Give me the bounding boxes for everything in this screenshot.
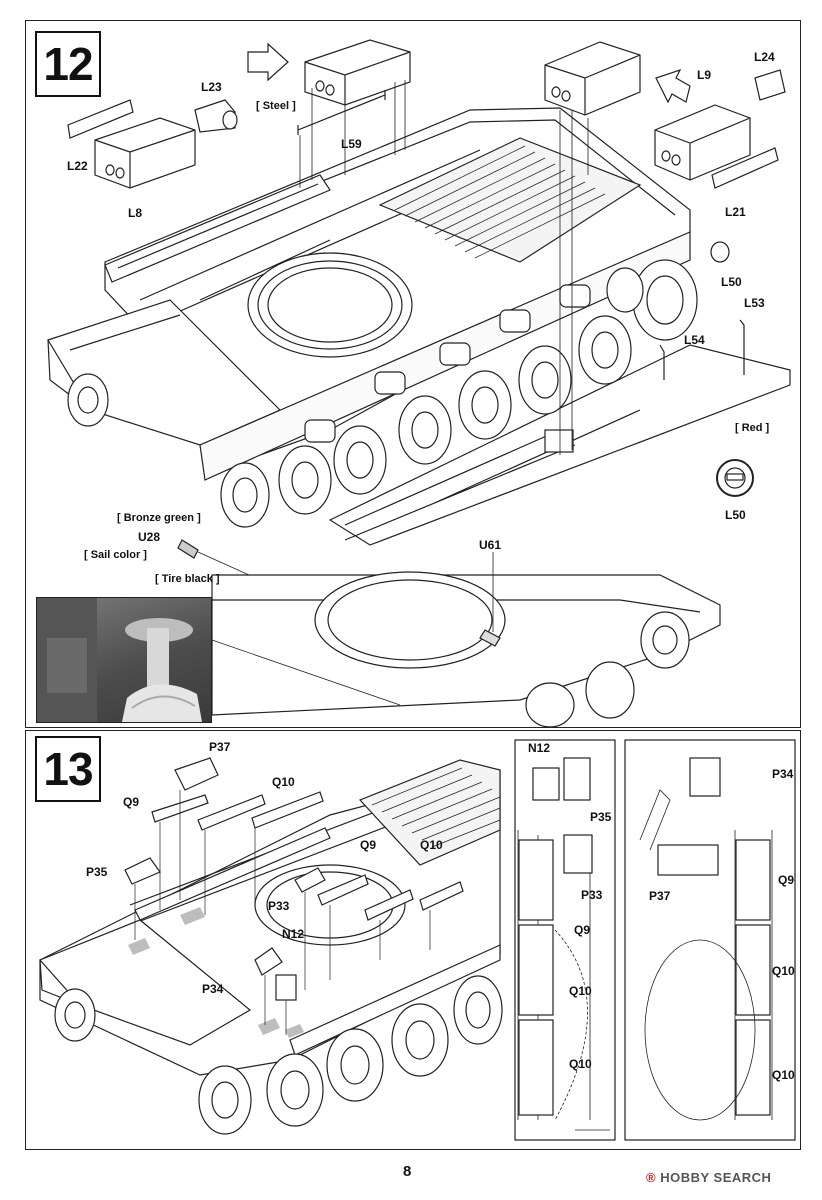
detail-right-p34: P34 [772, 767, 794, 781]
label-l21: L21 [725, 205, 746, 219]
label-q9-a: Q9 [123, 795, 140, 809]
label-q10-b: Q10 [420, 838, 443, 852]
label-q9-b: Q9 [360, 838, 377, 852]
watermark-brand: HOBBY SEARCH [660, 1170, 772, 1185]
label-p34: P34 [202, 982, 224, 996]
label-p35: P35 [86, 865, 108, 879]
label-l22: L22 [67, 159, 88, 173]
label-bronze-green: [ Bronze green ] [117, 512, 201, 524]
label-l9: L9 [697, 68, 712, 82]
step-13-number: 13 [35, 736, 101, 802]
reference-photo [36, 597, 212, 723]
label-sail-color: [ Sail color ] [84, 549, 147, 561]
label-l23: L23 [201, 80, 222, 94]
label-l8: L8 [128, 206, 143, 220]
detail-left-q10-b: Q10 [569, 1057, 592, 1071]
detail-right-q10-b: Q10 [772, 1068, 795, 1082]
label-p33: P33 [268, 899, 290, 913]
label-l24: L24 [754, 50, 775, 64]
detail-left-n12: N12 [528, 741, 551, 755]
label-q10-a: Q10 [272, 775, 295, 789]
label-p37: P37 [209, 740, 231, 754]
detail-right-q10-a: Q10 [772, 964, 795, 978]
detail-left-p33: P33 [581, 888, 603, 902]
detail-right-p37: P37 [649, 889, 671, 903]
label-l59: L59 [341, 137, 362, 151]
label-l53: L53 [744, 296, 765, 310]
label-tire-black: [ Tire black ] [155, 573, 220, 585]
label-l50-bottom: L50 [725, 508, 746, 522]
watermark: ® HOBBY SEARCH [646, 1170, 771, 1185]
watermark-icon: ® [646, 1170, 657, 1185]
detail-left-q10-a: Q10 [569, 984, 592, 998]
label-red: [ Red ] [735, 422, 770, 434]
label-u28: U28 [138, 530, 161, 544]
detail-left-p35: P35 [590, 810, 612, 824]
detail-right-q9: Q9 [778, 873, 795, 887]
page-number: 8 [403, 1163, 412, 1180]
label-u61: U61 [479, 538, 502, 552]
label-n12: N12 [282, 927, 305, 941]
detail-left-q9: Q9 [574, 923, 591, 937]
label-steel: [ Steel ] [256, 100, 296, 112]
step-12-number: 12 [35, 31, 101, 97]
label-l50-top: L50 [721, 275, 742, 289]
label-l54: L54 [684, 333, 705, 347]
